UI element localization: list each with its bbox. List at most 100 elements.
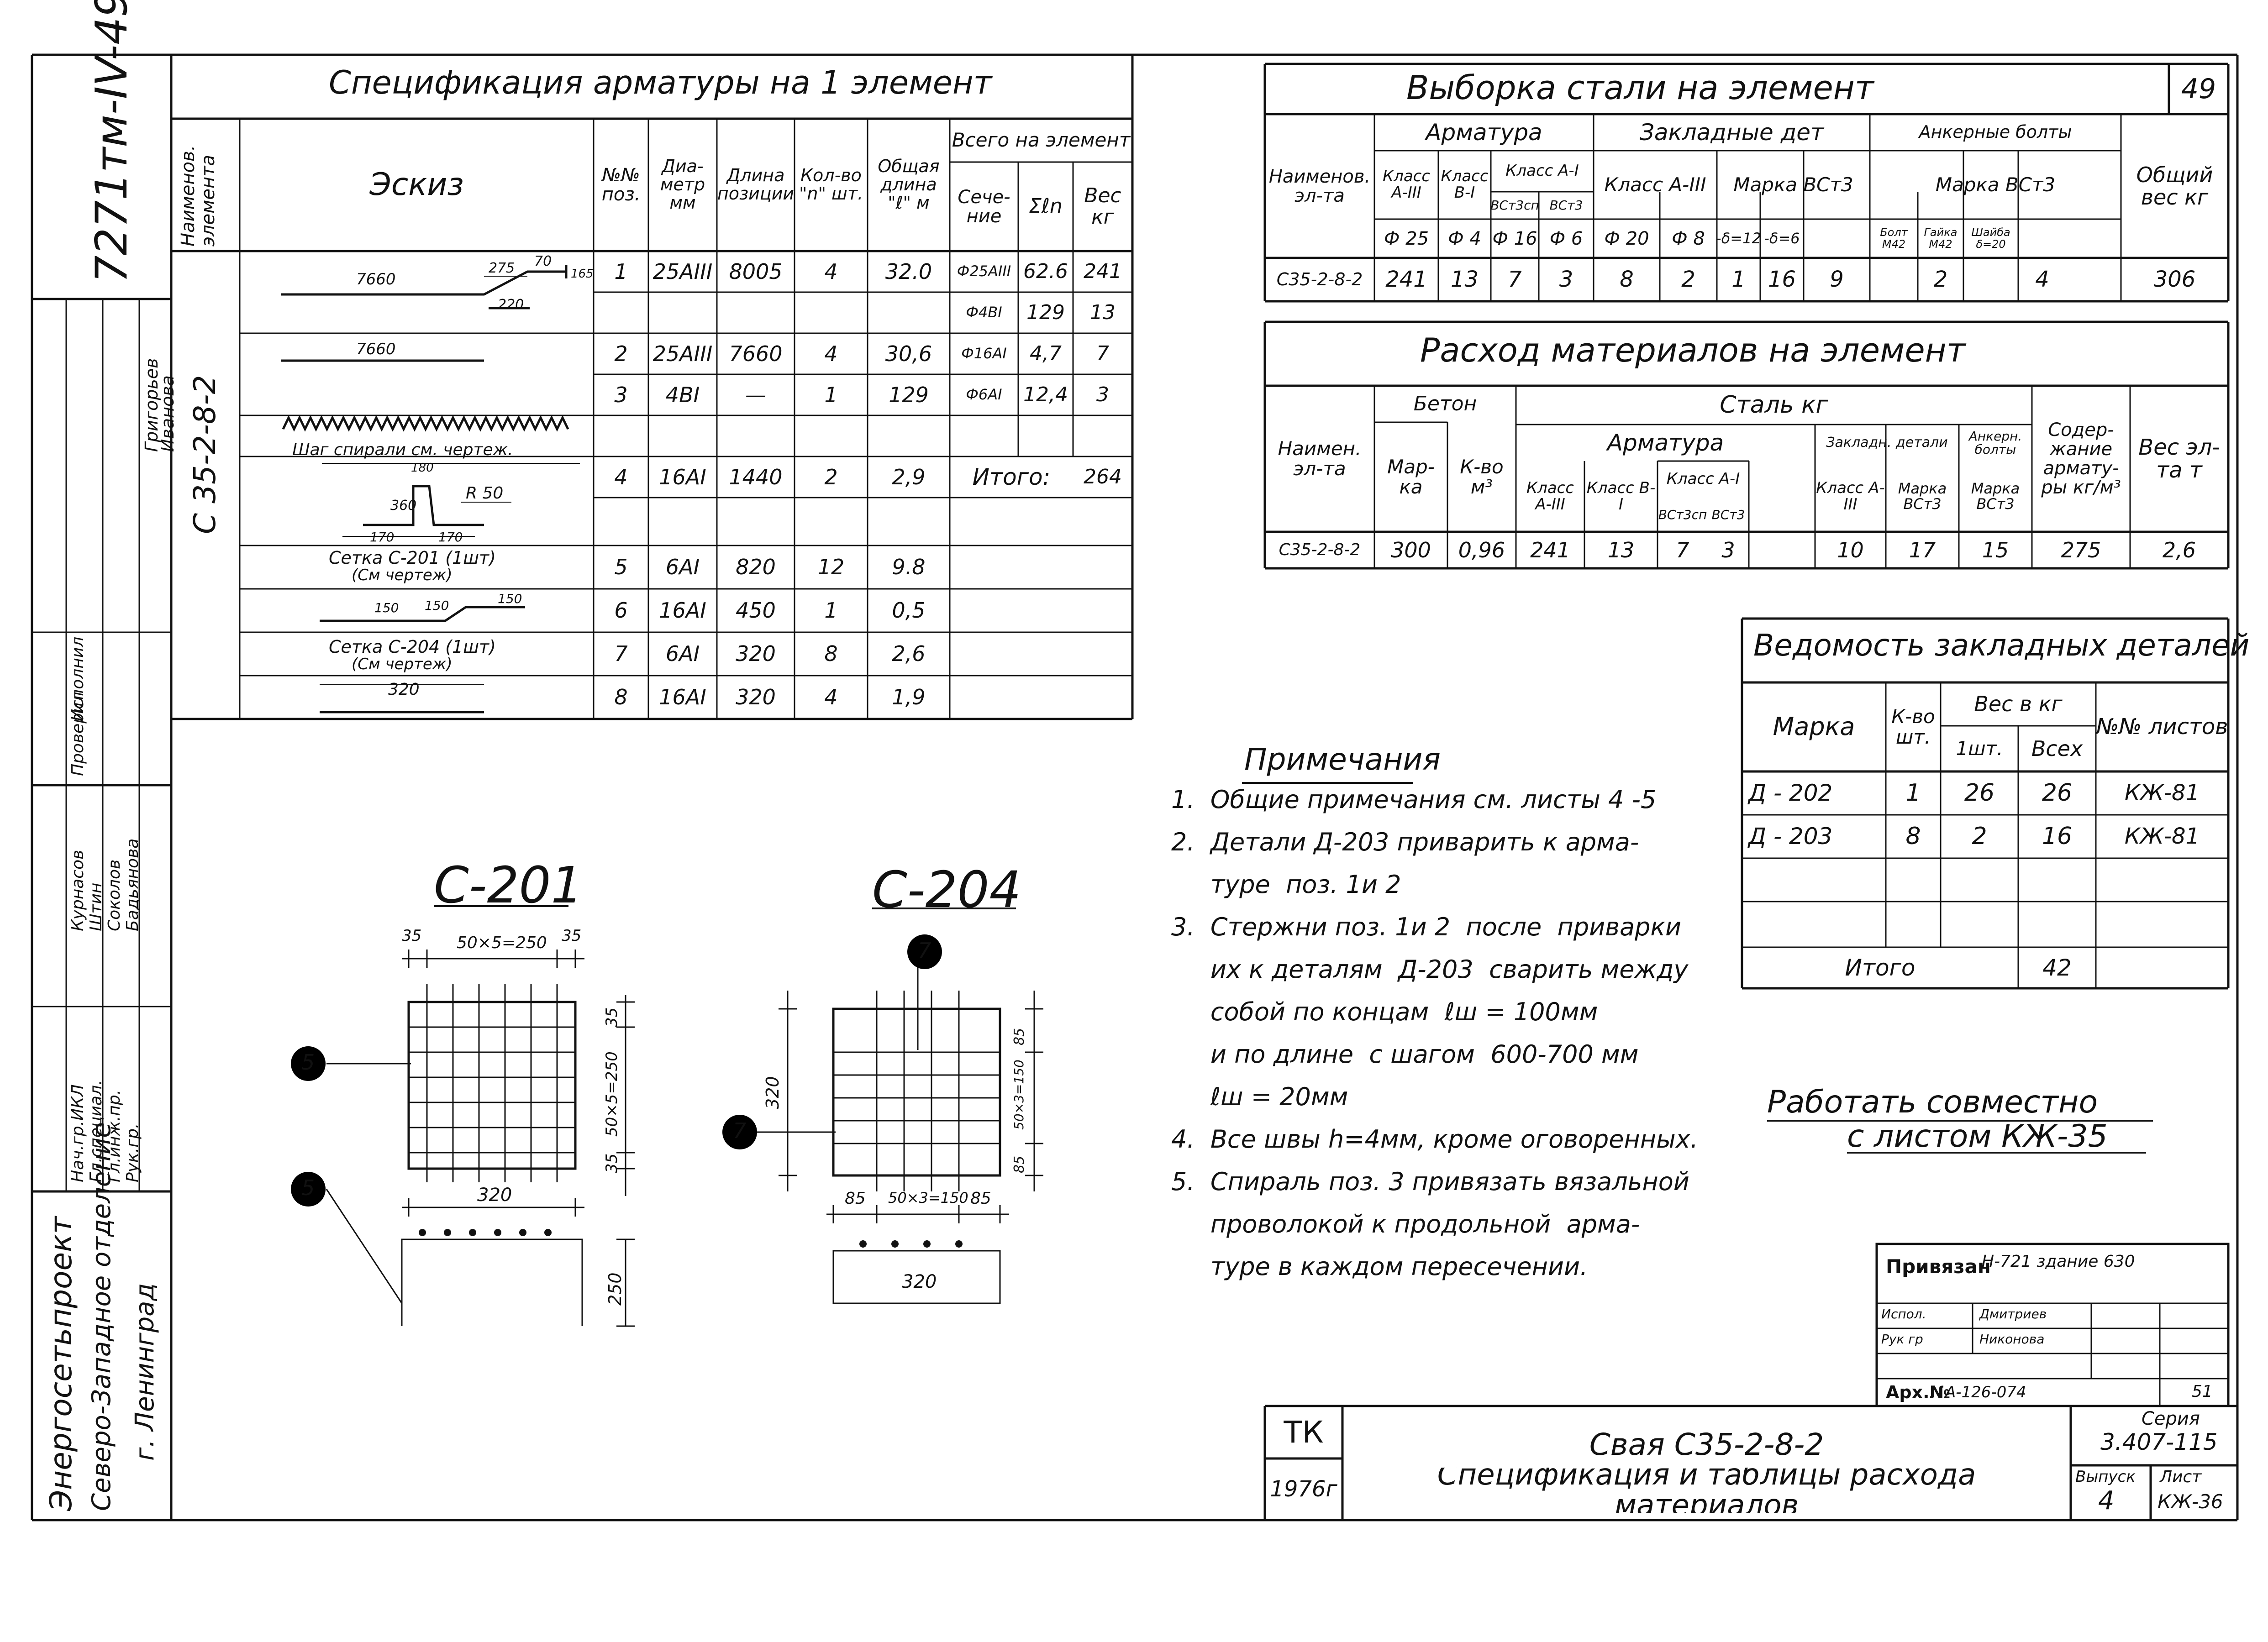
sketch-1-d: 165	[571, 267, 594, 281]
note-line: 3. Стержни поз. 1и 2 после приварки	[1171, 913, 1682, 941]
steel-row-cell: 2	[1681, 267, 1695, 293]
emb-cell-sheet: КЖ-81	[2124, 824, 2200, 850]
role-nach-gr: Нач.гр.ИКЛ	[68, 1084, 87, 1182]
sheet-number: 49	[2181, 73, 2216, 105]
steel-row-cell: 9	[1830, 267, 1844, 293]
steel-row-cell: 16	[1768, 267, 1796, 293]
mesh-204-callout-7b: 7	[733, 1118, 747, 1143]
spec-cell-len: 1440	[729, 464, 783, 489]
mat-sub-emb-a3: Класс А-III	[1816, 478, 1885, 514]
steel-dia-cell: Шайба δ=20	[1971, 226, 2010, 251]
org-city: г. Ленинград	[130, 1283, 160, 1461]
emb-cell-qty: 1	[1905, 779, 1921, 807]
mat-sub-b1: Класс В-I	[1586, 478, 1656, 514]
note-line: 5. Спираль поз. 3 привязать вязальной	[1171, 1167, 1689, 1196]
spec-h-qty: Кол-во "n" шт.	[799, 165, 863, 204]
note-line: 4. Все швы h=4мм, кроме оговоренных.	[1171, 1125, 1698, 1154]
spec-cell-dia: 16АI	[659, 685, 706, 710]
spec-cell-pos: 3	[614, 382, 628, 407]
spec-cell-qty: 1	[824, 598, 838, 623]
mat-h-name: Наимен. эл-та	[1278, 437, 1362, 480]
spec-cell-section: Ф4ВI	[966, 304, 1002, 321]
steel-sub-vst3sp: ВСт3сп	[1491, 198, 1539, 213]
materials-row-cell: 7	[1676, 537, 1689, 562]
sketch-7-label: Сетка С-204 (1шт)	[329, 637, 496, 657]
spec-cell-dia: 25АIII	[653, 341, 713, 366]
emb-cell-all: 26	[2042, 779, 2073, 807]
emb-h-mark: Марка	[1773, 712, 1855, 741]
spec-cell-total: 9.8	[892, 555, 926, 580]
emb-h-qty: К-во шт.	[1891, 705, 1935, 748]
role-gl-spec: Гл.специал.	[87, 1080, 105, 1182]
materials-row-cell: 17	[1909, 537, 1936, 562]
spec-cell-len: —	[745, 382, 766, 407]
drawing-code: 7271тм-IV-49	[87, 0, 137, 283]
spec-cell-weight: 7	[1096, 341, 1109, 365]
note-line: туре поз. 1и 2	[1171, 870, 1401, 899]
spec-cell-len: 7660	[729, 341, 783, 366]
spec-cell-pos: 7	[614, 641, 628, 666]
mat-h-content: Содер- жание армату- ры кг/м³	[2041, 420, 2121, 498]
spec-cell-qty: 8	[824, 641, 838, 666]
sketch-4-d: 170	[438, 530, 463, 545]
sketch-8-length: 320	[388, 680, 420, 699]
sketch-7-note: (См чертеж)	[352, 655, 453, 673]
spec-h-pos: №№ поз.	[601, 165, 641, 205]
mat-h-steel: Сталь кг	[1720, 391, 1828, 419]
tb-issue: 4	[2098, 1486, 2115, 1516]
spec-cell-dia: 25АIII	[653, 259, 713, 284]
note-line: ℓш = 20мм	[1171, 1082, 1348, 1111]
spec-cell-len: 320	[736, 685, 776, 710]
sketch-2-length: 7660	[356, 340, 396, 358]
spec-cell-dia: 16АI	[659, 598, 706, 623]
mat-h-concrete: Бетон	[1413, 392, 1477, 415]
spec-cell-pos: 6	[614, 598, 628, 623]
spec-h-diameter: Диа- метр мм	[660, 156, 705, 213]
spec-cell-len: 820	[736, 555, 776, 580]
mesh-204-dim-bmid: 50×3=150	[888, 1189, 968, 1207]
spec-cell-section: Ф16АI	[961, 345, 1007, 362]
tb-name-1: Свая С35-2-8-2	[1589, 1427, 1824, 1463]
mesh-201-dim-top: 50×5=250	[457, 934, 547, 952]
spec-cell-total: 2,6	[892, 641, 926, 666]
sketch-5-label: Сетка С-201 (1шт)	[329, 548, 496, 568]
sketch-1-c: 220	[498, 297, 524, 313]
materials-row-cell: 13	[1607, 537, 1635, 562]
spec-cell-len: 320	[736, 641, 776, 666]
steel-dia-cell: Гайка М42	[1924, 226, 1958, 251]
name-ivanova: Иванова	[158, 375, 178, 452]
sketch-6-c: 150	[498, 591, 522, 606]
mesh-201-dim-top-right: 35	[562, 927, 582, 945]
tb-issue-label: Выпуск	[2075, 1468, 2136, 1486]
mesh-204-title: С-204	[872, 860, 1021, 919]
stamp-bound-label: Привязан	[1886, 1255, 1991, 1278]
steel-sub-vst3: ВСт3	[1549, 198, 1583, 213]
steel-dia-cell: -δ=6	[1764, 229, 1800, 247]
name-badyanova: Бадьянова	[123, 838, 142, 931]
spec-cell-sum: 62.6	[1023, 259, 1068, 283]
note-line: 1. Общие примечания см. листы 4 -5	[1171, 785, 1657, 814]
emb-cell-mark: Д - 203	[1748, 823, 1833, 850]
role-ruk-gr: Рук.гр.	[123, 1123, 142, 1182]
spec-h-section: Сече- ние	[958, 186, 1010, 227]
spec-cell-weight: 13	[1090, 300, 1116, 324]
spec-cell-dia: 16АI	[659, 464, 706, 489]
work-note-line1: Работать совместно	[1767, 1084, 2098, 1120]
steel-sub-a3: Класс А-III	[1382, 167, 1431, 202]
tb-sheet-label: Лист	[2160, 1468, 2202, 1486]
note-line: собой по концам ℓш = 100мм	[1171, 997, 1598, 1026]
steel-h-name: Наименов. эл-та	[1268, 166, 1371, 206]
spec-cell-section: Ф6АI	[966, 386, 1002, 404]
spec-h-element: Наименов. элемента	[178, 145, 219, 247]
spec-h-total: Общая длина "ℓ" м	[878, 156, 940, 213]
mesh-201-dim-top-left: 35	[402, 927, 422, 945]
emb-cell-sheet: КЖ-81	[2124, 780, 2200, 806]
spec-cell-pos: 2	[614, 341, 628, 366]
steel-dia-cell: Ф 6	[1549, 228, 1583, 249]
steel-dia-cell: Ф 25	[1384, 228, 1429, 249]
steel-row-cell: 306	[2153, 267, 2196, 293]
sketch-6-a: 150	[374, 600, 399, 615]
spec-cell-total: 0,5	[892, 598, 926, 623]
materials-row-cell: 15	[1982, 537, 2009, 562]
